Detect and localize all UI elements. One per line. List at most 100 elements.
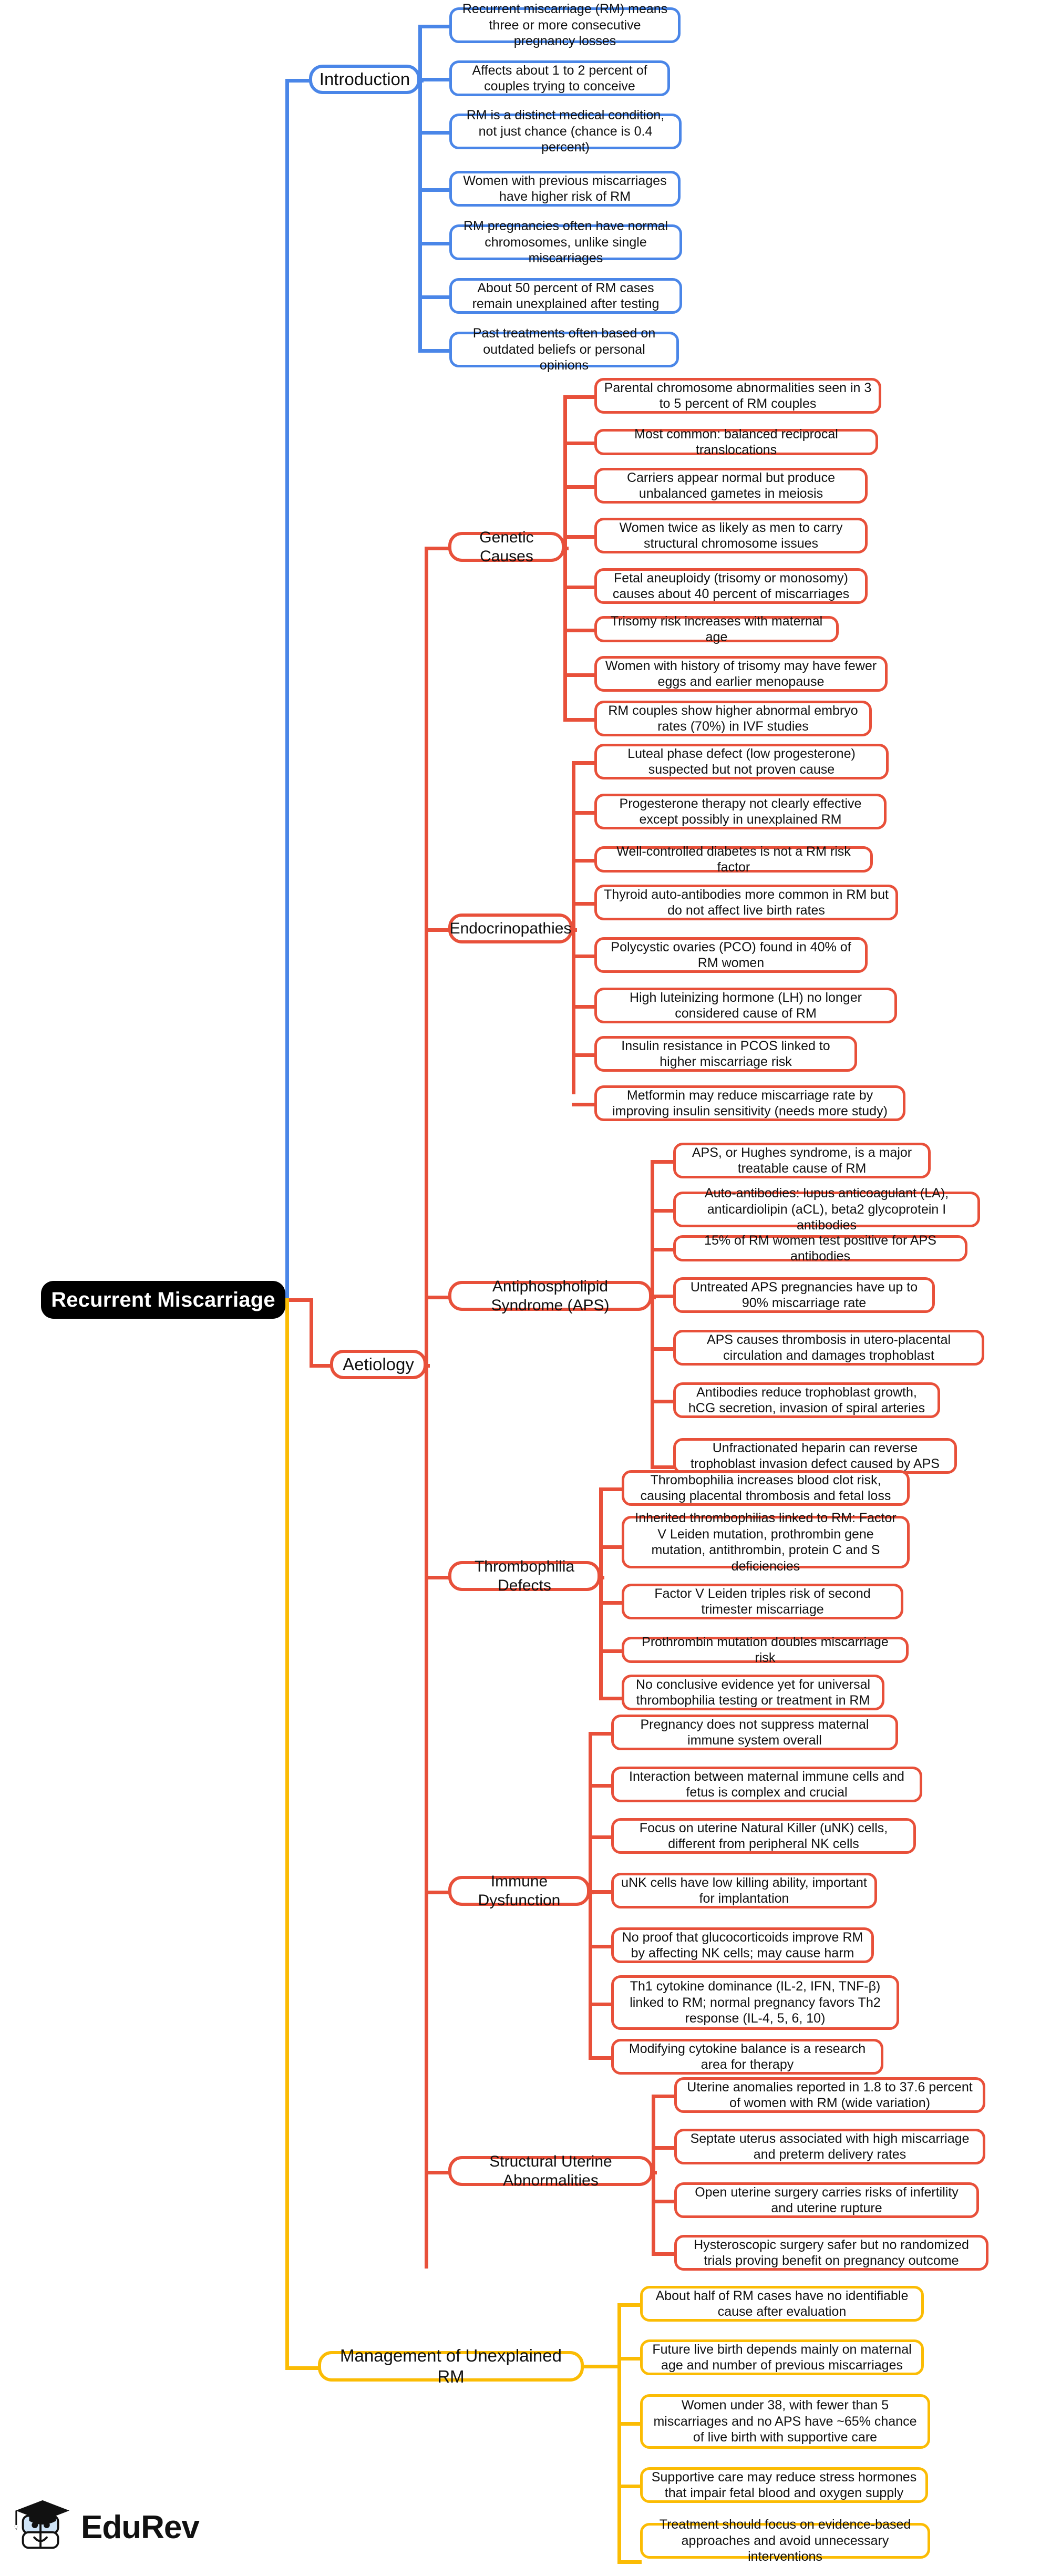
connector-aps-leaf-5 xyxy=(651,1347,675,1351)
leaf-structural-4[interactable]: Hysteroscopic surgery safer but no rando… xyxy=(674,2235,988,2271)
leaf-genetic-3[interactable]: Carriers appear normal but produce unbal… xyxy=(594,468,868,504)
leaf-management-2[interactable]: Future live birth depends mainly on mate… xyxy=(640,2339,924,2375)
leaf-genetic-1[interactable]: Parental chromosome abnormalities seen i… xyxy=(594,378,881,414)
leaf-management-5[interactable]: Treatment should focus on evidence-based… xyxy=(640,2517,930,2564)
leaf-genetic-6[interactable]: Trisomy risk increases with maternal age xyxy=(594,614,839,644)
leaf-text: Women twice as likely as men to carry st… xyxy=(619,520,843,551)
leaf-structural-1[interactable]: Uterine anomalies reported in 1.8 to 37.… xyxy=(674,2077,985,2113)
connector-aetiology-stub xyxy=(310,1364,332,1368)
connector-mgmt-leaf-4 xyxy=(617,2485,642,2488)
connector-management-spine xyxy=(617,2303,621,2560)
connector-thrombophilia-out xyxy=(599,1576,604,1579)
branch-management[interactable]: Management of Unexplained RM xyxy=(318,2346,584,2386)
leaf-endocrine-7[interactable]: Insulin resistance in PCOS linked to hig… xyxy=(594,1036,857,1072)
leaf-immune-6[interactable]: Th1 cytokine dominance (IL-2, IFN, TNF-β… xyxy=(611,1975,899,2030)
leaf-genetic-4[interactable]: Women twice as likely as men to carry st… xyxy=(594,518,868,553)
connector-endocrine-leaf-7 xyxy=(572,1053,596,1057)
leaf-thrombophilia-2[interactable]: Inherited thrombophilias linked to RM: F… xyxy=(622,1511,910,1574)
leaf-aps-3[interactable]: 15% of RM women test positive for APS an… xyxy=(673,1233,967,1264)
leaf-aps-4[interactable]: Untreated APS pregnancies have up to 90%… xyxy=(673,1277,935,1313)
leaf-management-4[interactable]: Supportive care may reduce stress hormon… xyxy=(640,2467,928,2503)
leaf-endocrine-5[interactable]: Polycystic ovaries (PCO) found in 40% of… xyxy=(594,937,868,973)
leaf-immune-2[interactable]: Interaction between maternal immune cell… xyxy=(611,1767,922,1802)
leaf-thrombophilia-3[interactable]: Factor V Leiden triples risk of second t… xyxy=(622,1584,903,1619)
leaf-text: Treatment should focus on evidence-based… xyxy=(659,2517,911,2564)
leaf-text: Uterine anomalies reported in 1.8 to 37.… xyxy=(687,2079,973,2111)
leaf-endocrine-6[interactable]: High luteinizing hormone (LH) no longer … xyxy=(594,988,897,1023)
connector-structural-leaf-1 xyxy=(652,2095,676,2098)
leaf-text: Interaction between maternal immune cell… xyxy=(629,1769,904,1800)
topic-endocrinopathies[interactable]: Endocrinopathies xyxy=(448,914,573,943)
branch-aetiology[interactable]: Aetiology xyxy=(330,1350,427,1379)
leaf-genetic-2[interactable]: Most common: balanced reciprocal translo… xyxy=(594,426,878,458)
leaf-endocrine-8[interactable]: Metformin may reduce miscarriage rate by… xyxy=(594,1085,905,1121)
leaf-text: Antibodies reduce trophoblast growth, hC… xyxy=(688,1384,925,1416)
leaf-text: About 50 percent of RM cases remain unex… xyxy=(472,280,660,312)
topic-antiphospholipid-syndrome[interactable]: Antiphospholipid Syndrome (APS) xyxy=(448,1278,652,1314)
connector-aetiology-out xyxy=(425,1364,430,1368)
leaf-introduction-6[interactable]: About 50 percent of RM cases remain unex… xyxy=(449,278,682,314)
leaf-management-3[interactable]: Women under 38, with fewer than 5 miscar… xyxy=(640,2394,930,2449)
connector-endocrine-leaf-1 xyxy=(572,761,596,765)
topic-thrombophilia-defects[interactable]: Thrombophilia Defects xyxy=(448,1558,601,1594)
connector-mgmt-leaf-1 xyxy=(617,2303,642,2307)
connector-genetic-leaf-6 xyxy=(563,629,596,632)
leaf-genetic-7[interactable]: Women with history of trisomy may have f… xyxy=(594,656,888,692)
connector-endocrine-leaf-4 xyxy=(572,902,596,906)
leaf-thrombophilia-5[interactable]: No conclusive evidence yet for universal… xyxy=(622,1675,884,1710)
branch-introduction[interactable]: Introduction xyxy=(309,65,420,94)
leaf-aps-2[interactable]: Auto-antibodies: lupus anticoagulant (LA… xyxy=(673,1186,980,1233)
leaf-immune-7[interactable]: Modifying cytokine balance is a research… xyxy=(611,2039,883,2075)
leaf-management-1[interactable]: About half of RM cases have no identifia… xyxy=(640,2286,924,2322)
leaf-immune-3[interactable]: Focus on uterine Natural Killer (uNK) ce… xyxy=(611,1818,916,1854)
leaf-structural-2[interactable]: Septate uterus associated with high misc… xyxy=(674,2129,985,2164)
leaf-immune-1[interactable]: Pregnancy does not suppress maternal imm… xyxy=(611,1715,898,1750)
topic-structural-uterine-abnormalities[interactable]: Structural Uterine Abnormalities xyxy=(448,2153,653,2189)
leaf-introduction-3[interactable]: RM is a distinct medical condition, not … xyxy=(449,108,682,155)
leaf-text: Thrombophilia increases blood clot risk,… xyxy=(640,1472,891,1504)
leaf-introduction-2[interactable]: Affects about 1 to 2 percent of couples … xyxy=(449,60,670,96)
leaf-immune-5[interactable]: No proof that glucocorticoids improve RM… xyxy=(611,1927,874,1963)
connector-thrombophilia-spine xyxy=(599,1487,603,1697)
connector-genetic-leaf-4 xyxy=(563,535,596,539)
leaf-aps-1[interactable]: APS, or Hughes syndrome, is a major trea… xyxy=(673,1143,931,1178)
leaf-aps-6[interactable]: Antibodies reduce trophoblast growth, hC… xyxy=(673,1382,940,1418)
leaf-immune-4[interactable]: uNK cells have low killing ability, impo… xyxy=(611,1873,877,1908)
leaf-genetic-8[interactable]: RM couples show higher abnormal embryo r… xyxy=(594,701,872,736)
leaf-structural-3[interactable]: Open uterine surgery carries risks of in… xyxy=(674,2182,979,2218)
connector-genetic-leaf-8 xyxy=(563,718,596,722)
leaf-text: Most common: balanced reciprocal translo… xyxy=(634,426,838,458)
leaf-endocrine-3[interactable]: Well-controlled diabetes is not a RM ris… xyxy=(594,844,873,875)
edurev-logo[interactable]: EduRev xyxy=(12,2496,200,2559)
leaf-aps-7[interactable]: Unfractionated heparin can reverse troph… xyxy=(673,1438,957,1474)
leaf-aps-5[interactable]: APS causes thrombosis in utero-placental… xyxy=(673,1330,984,1366)
root-node[interactable]: Recurrent Miscarriage xyxy=(41,1281,285,1319)
leaf-introduction-1[interactable]: Recurrent miscarriage (RM) means three o… xyxy=(449,2,681,48)
leaf-introduction-5[interactable]: RM pregnancies often have normal chromos… xyxy=(449,219,682,265)
leaf-thrombophilia-1[interactable]: Thrombophilia increases blood clot risk,… xyxy=(622,1470,910,1506)
connector-management-out xyxy=(582,2365,620,2368)
connector-topic-thrombophilia xyxy=(425,1576,450,1579)
leaf-text: Prothrombin mutation doubles miscarriage… xyxy=(642,1634,889,1666)
connector-topic-endocrine xyxy=(425,928,450,932)
connector-mgmt-leaf-3 xyxy=(617,2422,642,2426)
connector-endocrine-leaf-6 xyxy=(572,1005,596,1009)
topic-genetic-causes[interactable]: Genetic Causes xyxy=(448,529,565,565)
leaf-text: Insulin resistance in PCOS linked to hig… xyxy=(621,1038,830,1070)
leaf-endocrine-4[interactable]: Thyroid auto-antibodies more common in R… xyxy=(594,885,898,920)
connector-intro-leaf-5 xyxy=(418,242,451,245)
connector-intro-leaf-7 xyxy=(418,349,451,353)
root-label: Recurrent Miscarriage xyxy=(51,1288,275,1311)
leaf-introduction-7[interactable]: Past treatments often based on outdated … xyxy=(449,326,679,373)
leaf-genetic-5[interactable]: Fetal aneuploidy (trisomy or monosomy) c… xyxy=(594,568,868,604)
leaf-thrombophilia-4[interactable]: Prothrombin mutation doubles miscarriage… xyxy=(622,1634,909,1666)
connector-intro-leaf-3 xyxy=(418,131,451,135)
leaf-endocrine-2[interactable]: Progesterone therapy not clearly effecti… xyxy=(594,794,887,829)
leaf-endocrine-1[interactable]: Luteal phase defect (low progesterone) s… xyxy=(594,744,889,779)
topic-immune-dysfunction[interactable]: Immune Dysfunction xyxy=(448,1873,590,1909)
leaf-introduction-4[interactable]: Women with previous miscarriages have hi… xyxy=(449,171,681,207)
connector-genetic-leaf-3 xyxy=(563,485,596,489)
leaf-text: RM pregnancies often have normal chromos… xyxy=(463,219,668,266)
leaf-text: Untreated APS pregnancies have up to 90%… xyxy=(690,1279,918,1311)
leaf-text: Auto-antibodies: lupus anticoagulant (LA… xyxy=(704,1186,949,1233)
